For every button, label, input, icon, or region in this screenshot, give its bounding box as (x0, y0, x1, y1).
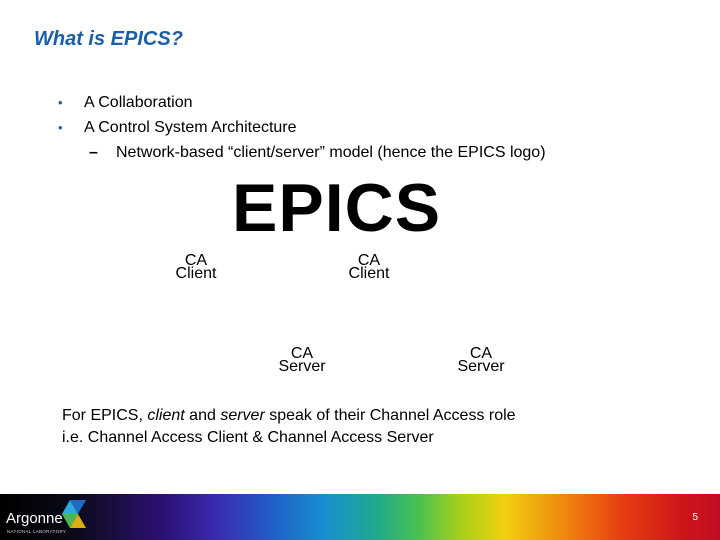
node-line-ca: CA (290, 345, 314, 362)
sub-bullet-item: – Network-based “client/server” model (h… (58, 140, 546, 165)
bullet-text: A Collaboration (84, 94, 193, 111)
footer-bar (0, 494, 720, 540)
ca-client-node: CA Client (156, 252, 236, 282)
page-number: 5 (692, 512, 698, 523)
bullet-marker: • (58, 120, 63, 135)
sub-bullet-marker: – (89, 144, 98, 161)
ca-server-node: CA Server (262, 345, 342, 375)
description-fragment: and (184, 407, 221, 424)
argonne-wordmark: Argonne (6, 510, 63, 527)
argonne-sub-wordmark: NATIONAL LABORATORY (7, 529, 66, 534)
sub-bullet-text: Network-based “client/server” model (hen… (116, 144, 546, 161)
node-line-ca: CA (184, 252, 208, 269)
argonne-logo: Argonne NATIONAL LABORATORY (6, 500, 86, 534)
node-line-role: Client (348, 265, 390, 282)
description-fragment: speak of their Channel Access role (264, 407, 516, 424)
description-text: For EPICS, client and server speak of th… (62, 405, 516, 449)
epics-logo-word: EPICS (232, 170, 442, 246)
ca-client-node: CA Client (329, 252, 409, 282)
description-line: For EPICS, client and server speak of th… (62, 405, 516, 427)
node-line-ca: CA (357, 252, 381, 269)
bullet-item: • A Control System Architecture (58, 115, 546, 140)
bullet-text: A Control System Architecture (84, 119, 297, 136)
description-emphasis-server: server (220, 407, 265, 424)
bullet-list: • A Collaboration • A Control System Arc… (58, 90, 546, 165)
node-line-role: Server (457, 358, 505, 375)
description-emphasis-client: client (147, 407, 185, 424)
description-fragment: For EPICS, (62, 407, 148, 424)
node-line-ca: CA (469, 345, 493, 362)
node-line-role: Client (175, 265, 217, 282)
bullet-item: • A Collaboration (58, 90, 546, 115)
bullet-marker: • (58, 95, 63, 110)
ca-server-node: CA Server (441, 345, 521, 375)
slide-title: What is EPICS? (34, 28, 183, 50)
node-line-role: Server (278, 358, 326, 375)
description-line: i.e. Channel Access Client & Channel Acc… (62, 429, 434, 446)
